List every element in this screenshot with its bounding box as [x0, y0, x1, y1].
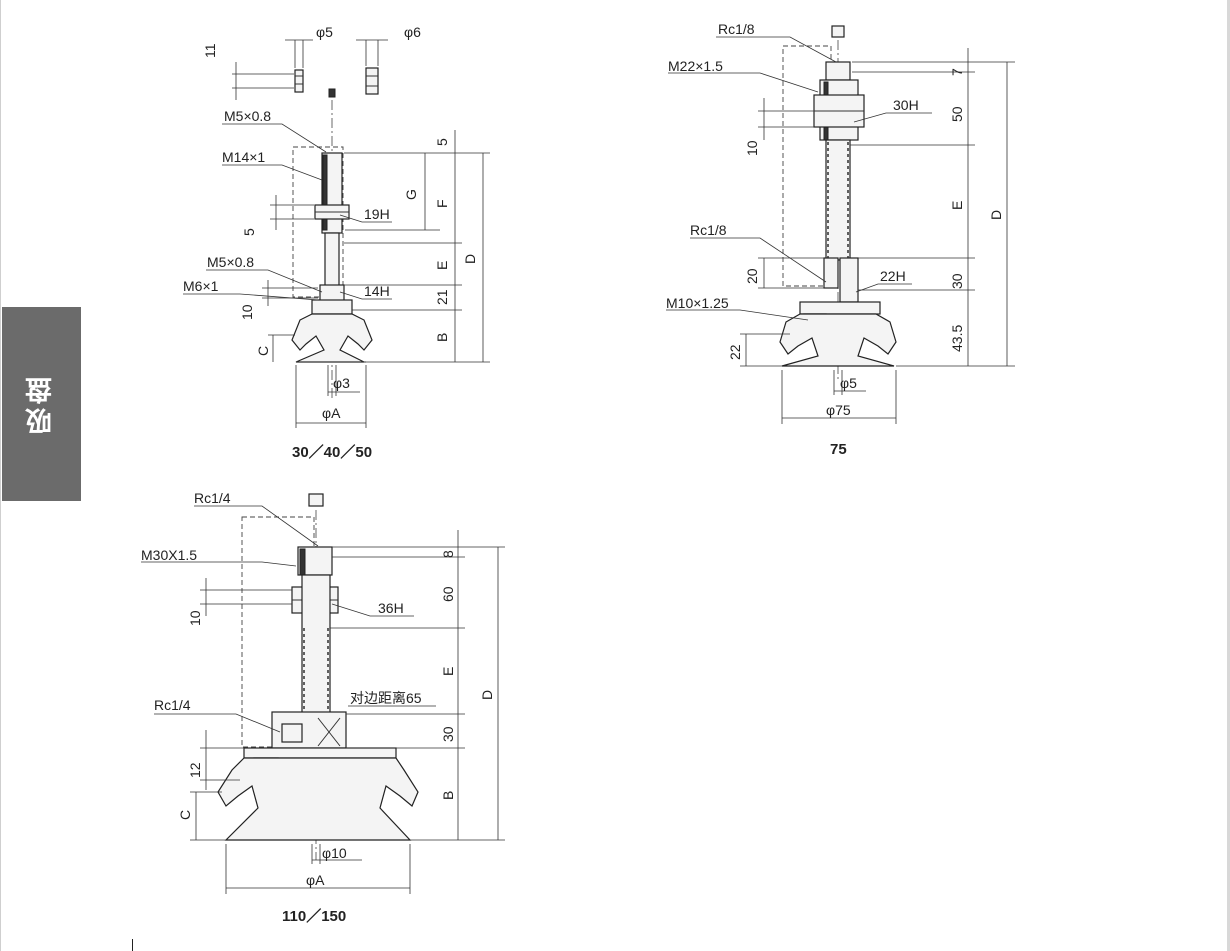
- view-caption-30-40-50: 30／40／50: [292, 443, 372, 461]
- callout-30h: 30H: [893, 97, 919, 113]
- callout-14h: 14H: [364, 283, 390, 299]
- view-30-40-50: φ5 φ6 11 M5×0.8 5 M14×1 G F 19H 5 E D M5…: [183, 24, 490, 461]
- callout-22h: 22H: [880, 268, 906, 284]
- dim-21: 21: [434, 289, 450, 305]
- callout-m22x1-5: M22×1.5: [668, 58, 723, 74]
- dim-8: 8: [440, 550, 456, 558]
- view-caption-110-150: 110／150: [282, 907, 346, 925]
- callout-phia-110: φA: [306, 872, 325, 888]
- page-edge-mark: [132, 939, 133, 951]
- dim-50: 50: [949, 106, 965, 122]
- dim-30-75: 30: [949, 273, 965, 289]
- dim-f: F: [434, 199, 450, 208]
- dim-d-75: D: [988, 210, 1004, 220]
- dim-7: 7: [949, 68, 965, 76]
- callout-rc1-8-top: Rc1/8: [718, 21, 755, 37]
- fitting-phi5: [285, 39, 313, 93]
- callout-phi5-75: φ5: [840, 375, 857, 391]
- dim-11: 11: [202, 43, 218, 58]
- callout-m14x1: M14×1: [222, 149, 265, 165]
- callout-m5x0-8-lower: M5×0.8: [207, 254, 254, 270]
- dim-22: 22: [727, 344, 743, 360]
- dim-20: 20: [744, 268, 760, 284]
- dim-10: 10: [239, 304, 255, 320]
- dim-e: E: [434, 261, 450, 270]
- dim-g: G: [403, 189, 419, 200]
- view-75: Rc1/8 7 M22×1.5 30H 50 10 E D Rc1/8 20 2…: [666, 21, 1015, 458]
- dim-30-110: 30: [440, 726, 456, 742]
- callout-phi3: φ3: [333, 375, 350, 391]
- callout-36h: 36H: [378, 600, 404, 616]
- callout-phi10: φ10: [322, 845, 347, 861]
- callout-rc1-8-lower: Rc1/8: [690, 222, 727, 238]
- side-category-tab[interactable]: 吸盘: [2, 307, 81, 501]
- dim-60: 60: [440, 586, 456, 602]
- dim-b: B: [434, 333, 450, 342]
- dim-d: D: [462, 254, 478, 264]
- view-caption-75: 75: [830, 441, 847, 458]
- callout-rc1-4-lower: Rc1/4: [154, 697, 191, 713]
- dim-43-5: 43.5: [949, 325, 965, 352]
- callout-19h: 19H: [364, 206, 390, 222]
- callout-m30x1-5: M30X1.5: [141, 547, 197, 563]
- callout-m10x1-25: M10×1.25: [666, 295, 729, 311]
- callout-phi5: φ5: [316, 24, 333, 40]
- dim-12: 12: [187, 762, 203, 778]
- callout-phia: φA: [322, 405, 341, 421]
- dim-e-75: E: [949, 201, 965, 210]
- dim-5-top: 5: [434, 138, 450, 146]
- callout-phi75: φ75: [826, 402, 851, 418]
- dim-c-110: C: [177, 810, 193, 820]
- callout-across-flats-65: 对边距离65: [350, 690, 422, 706]
- callout-rc1-4-top: Rc1/4: [194, 490, 231, 506]
- dim-d-110: D: [479, 690, 495, 700]
- dim-e-110: E: [440, 667, 456, 676]
- view-110-150: Rc1/4 8 M30X1.5 60 36H 10 E D 对边距离65 Rc1…: [141, 490, 505, 925]
- callout-m6x1: M6×1: [183, 278, 219, 294]
- dim-10-110: 10: [187, 610, 203, 626]
- fitting-phi6: [356, 39, 388, 95]
- dim-10-75: 10: [744, 140, 760, 156]
- callout-phi6: φ6: [404, 24, 421, 40]
- callout-m5x0-8-top: M5×0.8: [224, 108, 271, 124]
- dim-c: C: [255, 346, 271, 356]
- dim-5-left: 5: [241, 228, 257, 236]
- dim-b-110: B: [440, 791, 456, 800]
